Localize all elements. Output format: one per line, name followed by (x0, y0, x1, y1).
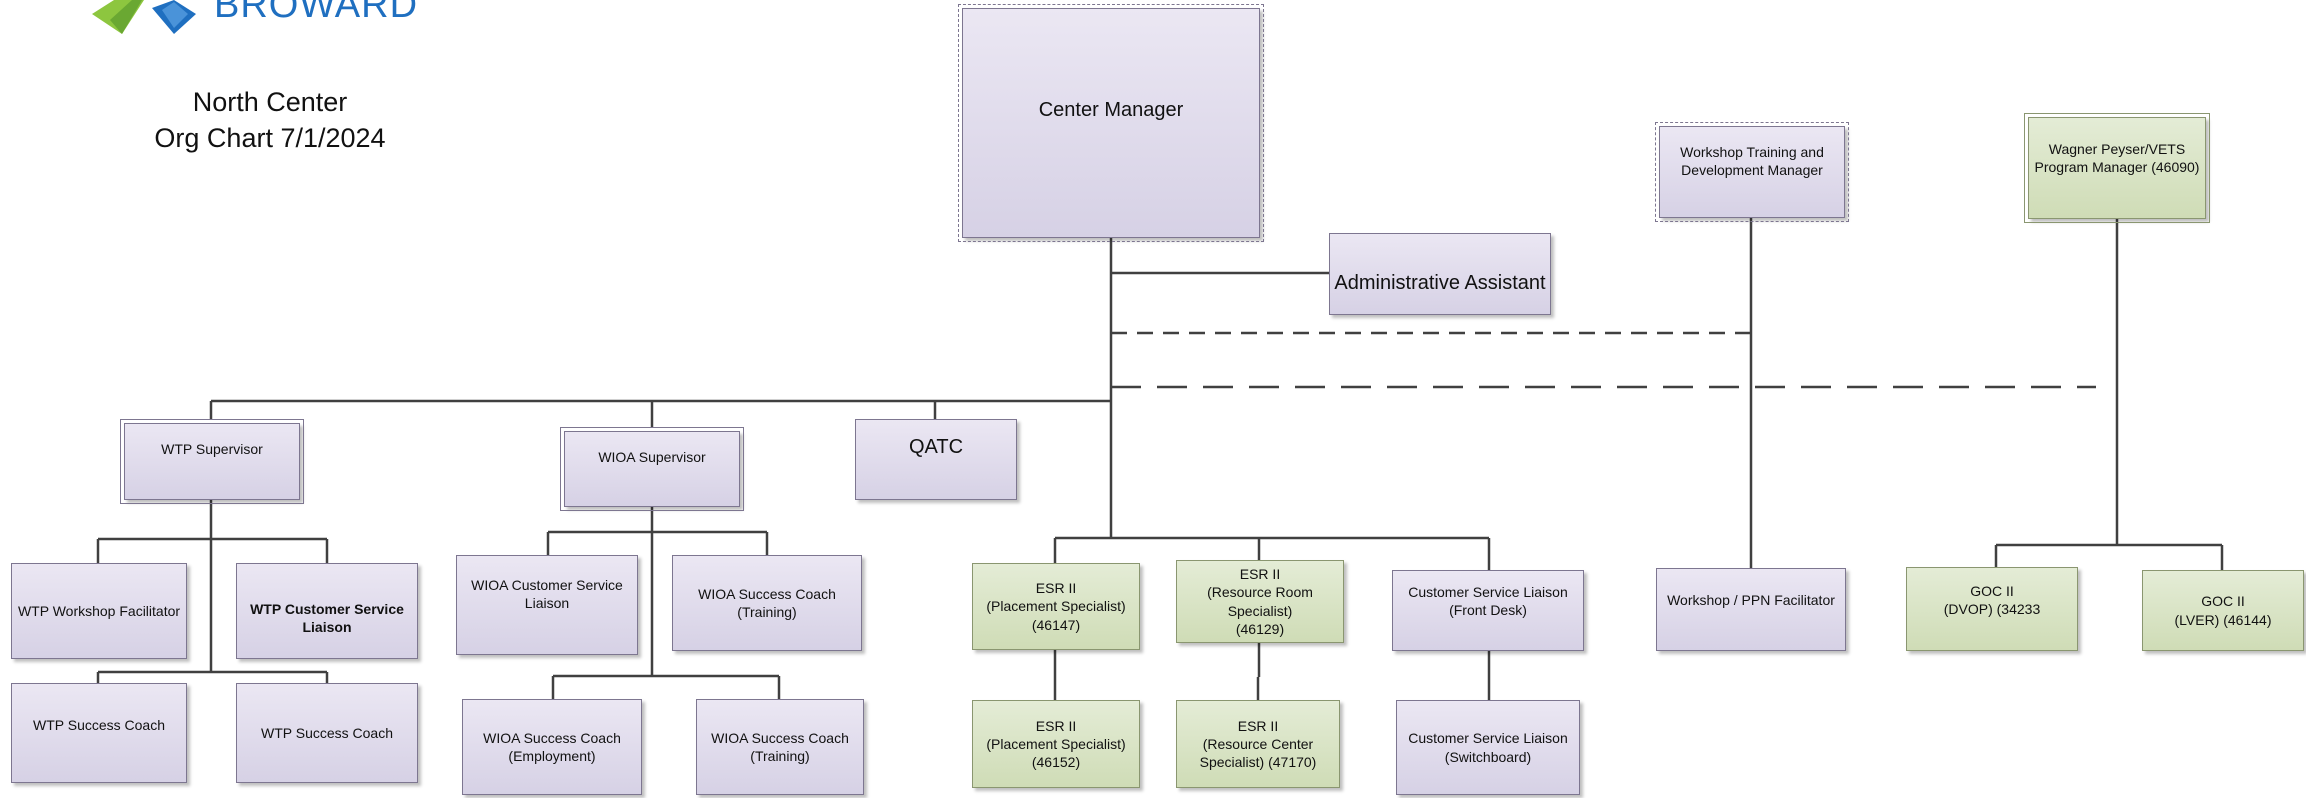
logo-text: BROWARD (214, 0, 419, 26)
node-customer-service-liaison-switchboard: Customer Service Liaison (Switchboard) (1396, 700, 1580, 795)
node-center-manager: Center Manager (958, 4, 1264, 242)
node-goc-dvop: GOC II (DVOP) (34233 (1906, 567, 2078, 651)
node-esr-resource-center-specialist: ESR II (Resource Center Specialist) (471… (1176, 700, 1340, 788)
node-wioa-customer-service-liaison: WIOA Customer Service Liaison (456, 555, 638, 655)
chart-title: North Center Org Chart 7/1/2024 (154, 87, 386, 154)
node-esr-placement-specialist: ESR II (Placement Specialist) (46147) (972, 563, 1140, 650)
broward-logo (92, 0, 212, 45)
logo-mark-icon (92, 0, 196, 34)
node-wtp-supervisor: WTP Supervisor (120, 419, 304, 504)
node-wioa-success-coach-training: WIOA Success Coach (Training) (696, 699, 864, 795)
node-esr-placement-specialist: ESR II (Placement Specialist) (46152) (972, 700, 1140, 788)
node-wagner-peyser-manager: Wagner Peyser/VETS Program Manager (4609… (2024, 113, 2210, 223)
node-wioa-supervisor: WIOA Supervisor (560, 427, 744, 511)
node-workshop-training-manager: Workshop Training and Development Manage… (1655, 122, 1849, 222)
node-administrative-assistant: Administrative Assistant (1329, 233, 1551, 315)
node-wtp-success-coach: WTP Success Coach (236, 683, 418, 783)
node-qatc: QATC (855, 419, 1017, 500)
node-wioa-success-coach-training: WIOA Success Coach (Training) (672, 555, 862, 651)
node-customer-service-liaison-front-desk: Customer Service Liaison (Front Desk) (1392, 570, 1584, 651)
node-wioa-success-coach-employment: WIOA Success Coach (Employment) (462, 699, 642, 795)
node-goc-lver: GOC II (LVER) (46144) (2142, 570, 2304, 651)
node-wtp-customer-service-liaison: WTP Customer Service Liaison (236, 563, 418, 659)
node-wtp-success-coach: WTP Success Coach (11, 683, 187, 783)
node-workshop-ppn-facilitator: Workshop / PPN Facilitator (1656, 568, 1846, 651)
node-esr-resource-room-specialist: ESR II (Resource Room Specialist) (46129… (1176, 560, 1344, 643)
node-wtp-workshop-facilitator: WTP Workshop Facilitator (11, 563, 187, 659)
